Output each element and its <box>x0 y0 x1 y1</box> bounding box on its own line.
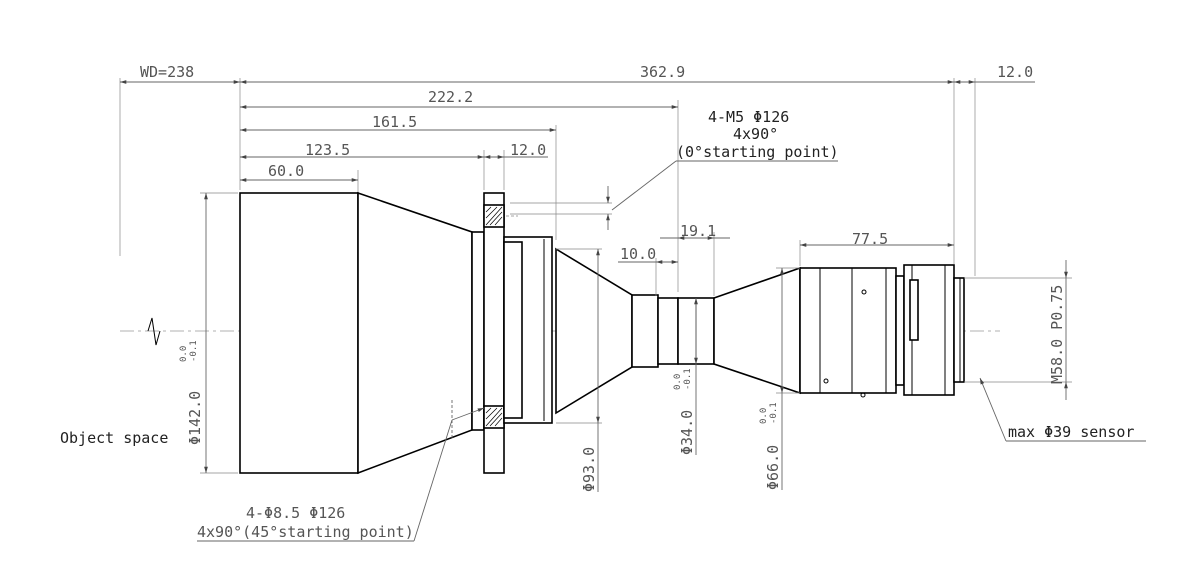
dia-34-tol-top: 0.0 <box>673 374 683 390</box>
lens-body <box>239 191 965 475</box>
dim-19: 19.1 <box>680 222 716 240</box>
length-dimensions: WD=238 362.9 12.0 222.2 161.5 123.5 12.0… <box>119 63 1035 296</box>
dia-34-tol-bot: -0.1 <box>683 368 693 390</box>
dim-10: 10.0 <box>620 245 656 263</box>
dim-total: 362.9 <box>640 63 685 81</box>
m5-note-line3: (0°starting point) <box>676 143 839 161</box>
m5-note: 4-M5 Φ126 4x90° (0°starting point) <box>510 108 839 230</box>
m5-note-line2: 4x90° <box>733 125 778 143</box>
dia-66-tol-top: 0.0 <box>759 408 769 424</box>
dim-161: 161.5 <box>372 113 417 131</box>
dia-66-tol-bot: -0.1 <box>769 402 779 424</box>
dim-60: 60.0 <box>268 162 304 180</box>
dia-142-tol-top: 0.0 <box>179 346 189 362</box>
dia-93: Φ93.0 <box>580 447 598 492</box>
m5-note-line1: 4-M5 Φ126 <box>708 108 789 126</box>
dim-12-flange: 12.0 <box>510 141 546 159</box>
axis-break-mark <box>147 317 161 346</box>
dim-wd: WD=238 <box>140 63 194 81</box>
dia-66: Φ66.0 <box>764 445 782 490</box>
diameter-dimensions: Φ142.0 0.0 -0.1 Φ93.0 Φ34.0 0.0 -0.1 Φ66… <box>179 192 1072 492</box>
dim-77: 77.5 <box>852 230 888 248</box>
hole-note-line1: 4-Φ8.5 Φ126 <box>246 504 345 522</box>
thread-m58: M58.0 P0.75 <box>1048 285 1066 384</box>
sensor-label: max Φ39 sensor <box>1008 423 1134 441</box>
lower-notes: Object space 4-Φ8.5 Φ126 4x90°(45°starti… <box>60 377 1146 542</box>
dim-222: 222.2 <box>428 88 473 106</box>
dia-142: Φ142.0 <box>186 391 204 445</box>
object-space-label: Object space <box>60 429 168 447</box>
dia-34: Φ34.0 <box>678 410 696 455</box>
hole-note-line2: 4x90°(45°starting point) <box>197 523 414 541</box>
dim-123: 123.5 <box>305 141 350 159</box>
dim-12-right: 12.0 <box>997 63 1033 81</box>
dia-142-tol-bot: -0.1 <box>189 340 199 362</box>
